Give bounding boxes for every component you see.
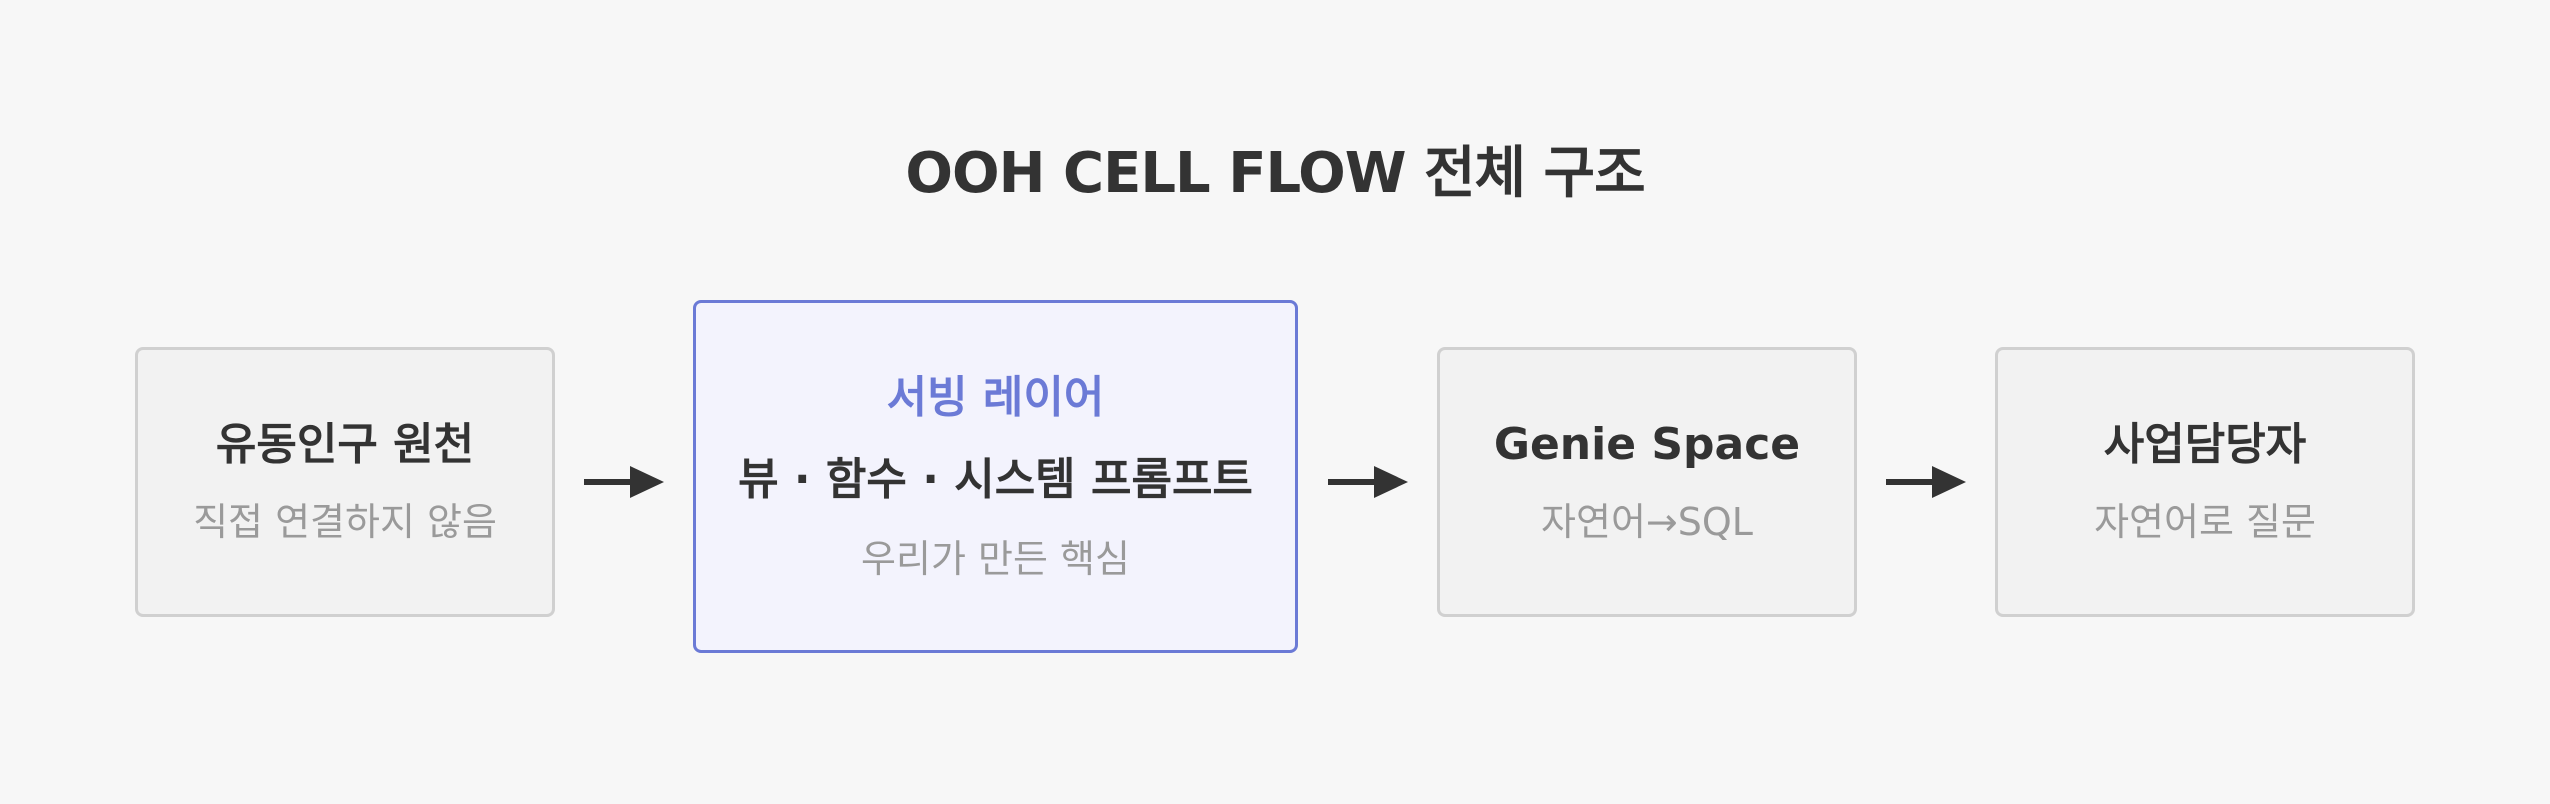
arrow-right-icon (1328, 466, 1408, 498)
node-genie-space-title: Genie Space (1493, 419, 1801, 470)
diagram-title: OOH CELL FLOW 전체 구조 (905, 141, 1645, 206)
node-serving-layer: 서빙 레이어 뷰 · 함수 · 시스템 프롬프트 우리가 만든 핵심 (693, 300, 1298, 653)
node-business-manager-title: 사업담당자 (2103, 419, 2307, 470)
arrow-right-icon (584, 466, 664, 498)
node-business-manager-subtitle: 자연어로 질문 (2094, 500, 2316, 544)
node-serving-layer-subtitle: 우리가 만든 핵심 (861, 536, 1130, 581)
node-business-manager: 사업담당자 자연어로 질문 (1995, 347, 2415, 617)
node-flow-source-subtitle: 직접 연결하지 않음 (193, 500, 497, 544)
arrow-right-icon (1886, 466, 1966, 498)
node-genie-space-subtitle: 자연어→SQL (1541, 500, 1753, 544)
node-serving-layer-title: 뷰 · 함수 · 시스템 프롬프트 (738, 453, 1253, 505)
node-serving-layer-label: 서빙 레이어 (886, 371, 1105, 423)
node-flow-source-title: 유동인구 원천 (215, 419, 475, 470)
node-flow-source: 유동인구 원천 직접 연결하지 않음 (135, 347, 555, 617)
node-genie-space: Genie Space 자연어→SQL (1437, 347, 1857, 617)
